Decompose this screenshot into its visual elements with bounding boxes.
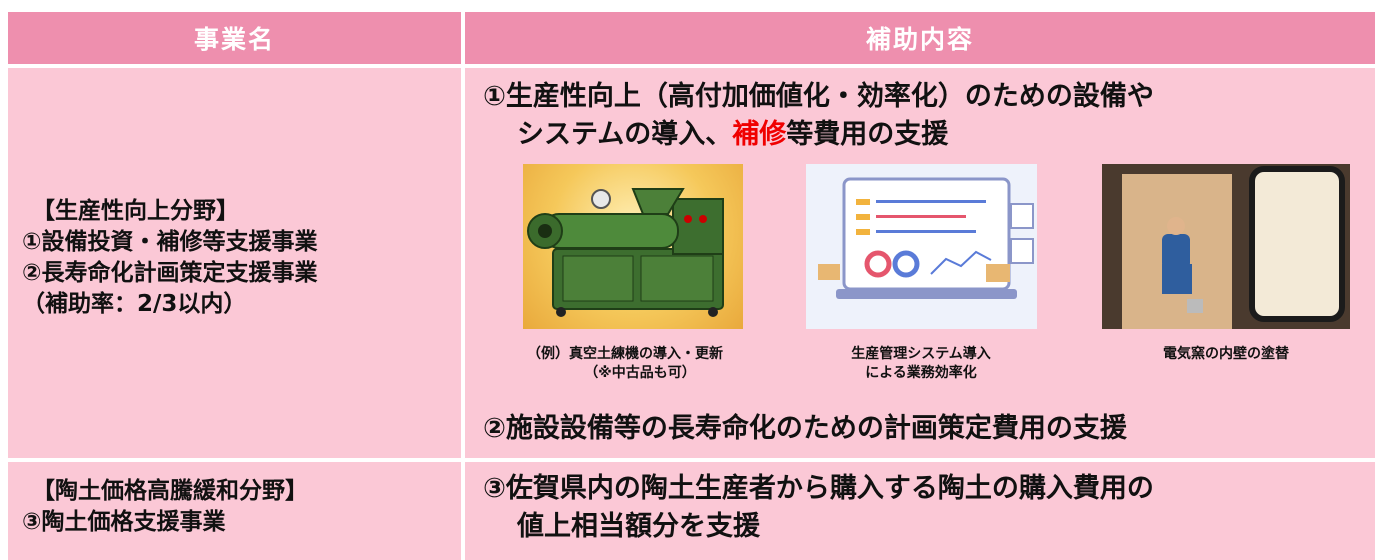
caption-2-line2: による業務効率化 bbox=[865, 365, 977, 381]
row1-item-2: ②長寿命化計画策定支援事業 bbox=[22, 260, 318, 286]
support-3-line1: ③佐賀県内の陶土生産者から購入する陶土の購入費用の bbox=[483, 473, 1154, 504]
support-1-line2b: 等費用の支援 bbox=[786, 119, 949, 150]
caption-1: （例）真空土練機の導入・更新 （※中古品も可） bbox=[465, 345, 785, 383]
row1-category: 【生産性向上分野】 bbox=[32, 198, 239, 224]
support-1-line2a: システムの導入、 bbox=[517, 119, 733, 150]
row2-category: 【陶土価格高騰緩和分野】 bbox=[32, 478, 308, 504]
row2-business-list: 【陶土価格高騰緩和分野】 ③陶土価格支援事業 bbox=[22, 476, 308, 538]
row1-rate: （補助率：2/3以内） bbox=[22, 291, 247, 317]
header-business-name: 事業名 bbox=[8, 12, 461, 64]
header-col2-label: 補助内容 bbox=[865, 25, 974, 54]
row2-support-cell: ③佐賀県内の陶土生産者から購入する陶土の購入費用の 値上相当額分を支援 bbox=[465, 462, 1375, 560]
support-3-text: ③佐賀県内の陶土生産者から購入する陶土の購入費用の 値上相当額分を支援 bbox=[483, 470, 1154, 546]
kiln-icon bbox=[1102, 164, 1350, 329]
header-support-content: 補助内容 bbox=[465, 12, 1375, 64]
pug-mill-icon bbox=[527, 188, 724, 317]
caption-1-line2: （※中古品も可） bbox=[584, 365, 696, 381]
support-3-line2: 値上相当額分を支援 bbox=[517, 511, 760, 542]
caption-3: 電気窯の内壁の塗替 bbox=[1102, 345, 1350, 364]
support-1-line2: システムの導入、補修等費用の支援 bbox=[517, 116, 1154, 154]
row1-support-cell: ①生産性向上（高付加価値化・効率化）のための設備や システムの導入、補修等費用の… bbox=[465, 68, 1375, 458]
row1-business-cell: 【生産性向上分野】 ①設備投資・補修等支援事業 ②長寿命化計画策定支援事業 （補… bbox=[8, 68, 461, 458]
dashboard-icon bbox=[818, 177, 1034, 299]
pug-mill-image bbox=[523, 164, 743, 329]
header-col1-label: 事業名 bbox=[193, 25, 275, 54]
caption-1-line1: （例）真空土練機の導入・更新 bbox=[527, 346, 723, 362]
caption-3-line1: 電気窯の内壁の塗替 bbox=[1163, 346, 1289, 362]
support-2-text: ②施設設備等の長寿命化のための計画策定費用の支援 bbox=[483, 413, 1127, 444]
support-1-text: ①生産性向上（高付加価値化・効率化）のための設備や システムの導入、補修等費用の… bbox=[483, 78, 1154, 154]
caption-2: 生産管理システム導入 による業務効率化 bbox=[805, 345, 1037, 383]
row2-business-cell: 【陶土価格高騰緩和分野】 ③陶土価格支援事業 bbox=[8, 462, 461, 560]
row1-item-1: ①設備投資・補修等支援事業 bbox=[22, 229, 318, 255]
kiln-image bbox=[1102, 164, 1350, 329]
support-1-highlight: 補修 bbox=[732, 119, 787, 150]
row1-business-list: 【生産性向上分野】 ①設備投資・補修等支援事業 ②長寿命化計画策定支援事業 （補… bbox=[22, 196, 317, 320]
management-system-image bbox=[806, 164, 1037, 329]
support-1-line1: ①生産性向上（高付加価値化・効率化）のための設備や bbox=[483, 81, 1154, 112]
row2-item-3: ③陶土価格支援事業 bbox=[22, 509, 226, 535]
caption-2-line1: 生産管理システム導入 bbox=[851, 346, 991, 362]
